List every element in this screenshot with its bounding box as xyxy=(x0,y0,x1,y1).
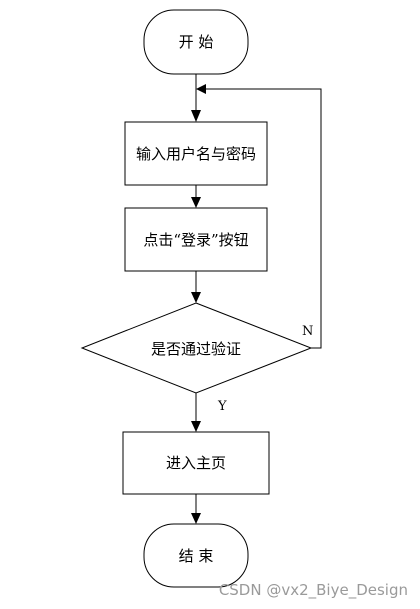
arrowhead-no-loop xyxy=(196,84,206,94)
input-credentials-node: 输入用户名与密码 xyxy=(124,121,268,186)
verify-decision-label: 是否通过验证 xyxy=(151,340,241,358)
end-shape xyxy=(143,523,249,588)
arrowhead-start-to-input xyxy=(191,110,201,122)
input-credentials-label: 输入用户名与密码 xyxy=(136,145,256,163)
enter-homepage-node: 进入主页 xyxy=(122,431,270,495)
end-node: 结 束 xyxy=(143,523,249,588)
end-label: 结 束 xyxy=(179,547,214,565)
input-credentials-shape xyxy=(124,121,268,186)
click-login-node: 点击“登录”按钮 xyxy=(124,207,268,272)
edge-no-loop xyxy=(202,88,322,349)
start-node: 开 始 xyxy=(143,9,249,75)
arrowhead-click-to-decision xyxy=(191,292,201,303)
arrowhead-input-to-click xyxy=(191,197,201,208)
start-label: 开 始 xyxy=(179,33,214,51)
arrowhead-yes xyxy=(191,421,201,432)
yes-label: Y xyxy=(217,399,227,414)
csdn-watermark: CSDN @vx2_Biye_Design xyxy=(218,581,408,599)
verify-decision-node: 是否通过验证 xyxy=(80,302,313,394)
click-login-label: 点击“登录”按钮 xyxy=(143,231,248,249)
no-label: N xyxy=(302,324,313,339)
enter-homepage-label: 进入主页 xyxy=(166,454,226,472)
arrowhead-homepage-to-end xyxy=(191,513,201,524)
